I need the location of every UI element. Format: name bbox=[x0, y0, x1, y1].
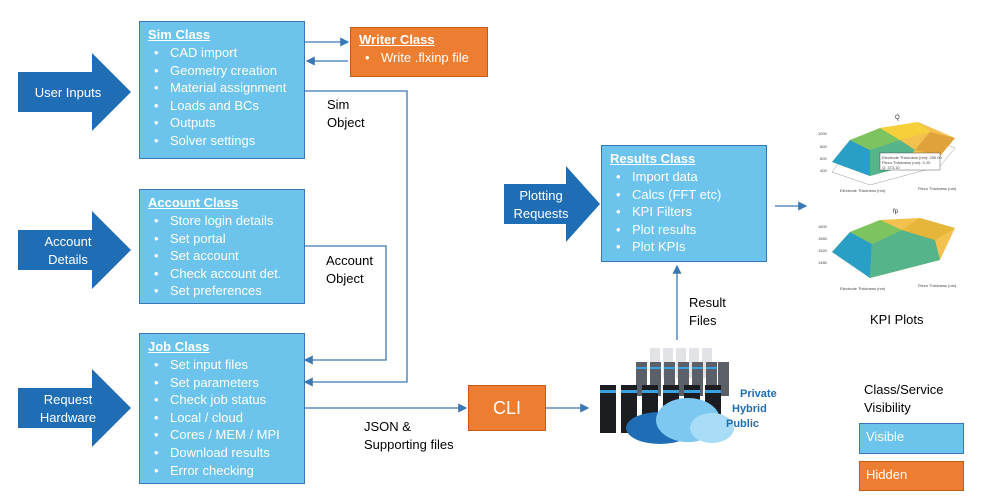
sim-object-label: Sim Object bbox=[327, 96, 365, 132]
list-item: •Error checking bbox=[154, 462, 254, 478]
list-item: •Plot KPIs bbox=[616, 239, 686, 255]
list-item: •Download results bbox=[154, 444, 270, 460]
writer-class-box: Writer Class •Write .flxinp file bbox=[350, 27, 488, 77]
sim-class-list: •CAD import •Geometry creation •Material… bbox=[148, 44, 296, 150]
account-details-label-line-1: Account bbox=[44, 234, 92, 249]
plotting-requests-label-line-1: Plotting bbox=[519, 188, 563, 203]
list-item: •Write .flxinp file bbox=[365, 50, 469, 65]
account-class-title: Account Class bbox=[148, 195, 239, 210]
account-object-connector bbox=[303, 245, 387, 365]
list-item: •Set portal bbox=[154, 230, 226, 246]
list-item: •CAD import bbox=[154, 45, 238, 60]
list-item: •Outputs bbox=[154, 115, 216, 131]
account-details-arrow bbox=[18, 211, 131, 289]
svg-text:1000: 1000 bbox=[818, 131, 828, 136]
svg-text:Electrode Thickness (nm): Electrode Thickness (nm) bbox=[840, 188, 886, 193]
json-label: JSON & Supporting files bbox=[364, 418, 454, 454]
account-object-label: Account Object bbox=[326, 252, 373, 288]
sim-object-label-line-2: Object bbox=[327, 115, 365, 130]
sim-class-box: Sim Class •CAD import •Geometry creation… bbox=[139, 21, 305, 159]
plotting-requests-label-line-2: Requests bbox=[513, 206, 569, 221]
list-item: •Solver settings bbox=[154, 132, 256, 148]
account-object-label-line-1: Account bbox=[326, 253, 373, 268]
result-files-label: Result Files bbox=[689, 294, 726, 330]
svg-text:1560: 1560 bbox=[818, 236, 828, 241]
account-class-box: Account Class •Store login details •Set … bbox=[139, 189, 305, 304]
results-class-box: Results Class •Import data •Calcs (FFT e… bbox=[601, 145, 767, 262]
svg-text:1600: 1600 bbox=[818, 224, 828, 229]
svg-text:1520: 1520 bbox=[818, 248, 828, 253]
list-item: •Check job status bbox=[154, 392, 267, 408]
job-class-list: •Set input files •Set parameters •Check … bbox=[148, 356, 296, 479]
kpi-plots-label: KPI Plots bbox=[870, 312, 924, 327]
account-details-label-line-2: Details bbox=[48, 252, 88, 267]
list-item: •Set parameters bbox=[154, 374, 259, 390]
cloud-hybrid-label: Hybrid bbox=[732, 403, 767, 415]
list-item: •Local / cloud bbox=[154, 409, 243, 425]
json-label-line-2: Supporting files bbox=[364, 437, 454, 452]
list-item: •Set preferences bbox=[154, 283, 262, 299]
svg-text:800: 800 bbox=[820, 144, 827, 149]
list-item: •Store login details bbox=[154, 213, 274, 228]
list-item: •Set account bbox=[154, 248, 239, 264]
sim-object-connector bbox=[303, 90, 408, 387]
list-item: •Check account det. bbox=[154, 265, 282, 281]
legend-title: Class/Service Visibility bbox=[864, 381, 943, 417]
plotting-requests-label: Plotting Requests bbox=[505, 187, 577, 223]
svg-text:fp: fp bbox=[893, 209, 899, 215]
legend-hidden: Hidden bbox=[859, 461, 964, 491]
list-item: •Material assignment bbox=[154, 80, 287, 96]
svg-text:400: 400 bbox=[820, 168, 827, 173]
legend-title-line-2: Visibility bbox=[864, 400, 911, 415]
job-class-box: Job Class •Set input files •Set paramete… bbox=[139, 333, 305, 484]
list-item: •Set input files bbox=[154, 357, 249, 372]
list-item: •Cores / MEM / MPI bbox=[154, 427, 280, 443]
result-files-label-line-2: Files bbox=[689, 313, 717, 328]
plotting-requests-arrow bbox=[504, 166, 600, 242]
svg-text:600: 600 bbox=[820, 156, 827, 161]
svg-text:Electrode Thickness (nm): 250.: Electrode Thickness (nm): 250.00 bbox=[882, 155, 943, 160]
json-label-line-1: JSON & bbox=[364, 419, 411, 434]
writer-class-list: •Write .flxinp file bbox=[359, 49, 479, 67]
request-hardware-arrow bbox=[18, 369, 131, 447]
account-class-list: •Store login details •Set portal •Set ac… bbox=[148, 212, 296, 300]
svg-text:Electrode Thickness (nm): Electrode Thickness (nm) bbox=[840, 286, 886, 291]
list-item: •Plot results bbox=[616, 221, 697, 237]
list-item: •KPI Filters bbox=[616, 204, 692, 220]
cloud-public-label: Public bbox=[726, 418, 760, 430]
svg-text:Piezo Thickness (um): Piezo Thickness (um) bbox=[918, 283, 957, 288]
account-object-label-line-2: Object bbox=[326, 271, 364, 286]
job-class-title: Job Class bbox=[148, 339, 210, 354]
results-class-list: •Import data •Calcs (FFT etc) •KPI Filte… bbox=[610, 168, 758, 256]
kpi-plot-q: Q 1000 800 600 400 Electrode Thickness (nm… bbox=[818, 115, 957, 193]
list-item: •Geometry creation bbox=[154, 62, 277, 78]
legend-title-line-1: Class/Service bbox=[864, 382, 944, 397]
account-details-label: Account Details bbox=[22, 233, 114, 269]
results-class-title: Results Class bbox=[610, 151, 696, 166]
request-hardware-label-line-1: Request bbox=[43, 392, 93, 407]
result-files-label-line-1: Result bbox=[689, 295, 726, 310]
list-item: •Loads and BCs bbox=[154, 97, 259, 113]
request-hardware-label-line-2: Hardware bbox=[39, 410, 97, 425]
svg-text:Q: 373.10: Q: 373.10 bbox=[882, 165, 900, 170]
svg-text:Q: Q bbox=[895, 115, 900, 121]
writer-class-title: Writer Class bbox=[359, 32, 435, 47]
list-item: •Import data bbox=[616, 169, 698, 184]
cloud-type-labels: Private Hybrid Public bbox=[726, 387, 777, 432]
user-inputs-label: User Inputs bbox=[34, 85, 102, 100]
sim-class-title: Sim Class bbox=[148, 27, 211, 42]
sim-object-label-line-1: Sim bbox=[327, 97, 350, 112]
svg-text:Piezo Thickness (um): 0.20: Piezo Thickness (um): 0.20 bbox=[882, 160, 931, 165]
server-cluster-icon bbox=[600, 348, 734, 444]
svg-text:1480: 1480 bbox=[818, 260, 828, 265]
list-item: •Calcs (FFT etc) bbox=[616, 186, 722, 202]
user-inputs-arrow bbox=[18, 53, 131, 131]
cloud-private-label: Private bbox=[740, 388, 777, 400]
request-hardware-label: Request Hardware bbox=[22, 391, 114, 427]
svg-text:Piezo Thickness (um): Piezo Thickness (um) bbox=[918, 186, 957, 191]
legend-visible: Visible bbox=[859, 423, 964, 454]
kpi-plot-fp: fp 1600 1560 1520 1480 Electrode Thickness… bbox=[818, 209, 957, 291]
cli-box: CLI bbox=[468, 385, 546, 431]
